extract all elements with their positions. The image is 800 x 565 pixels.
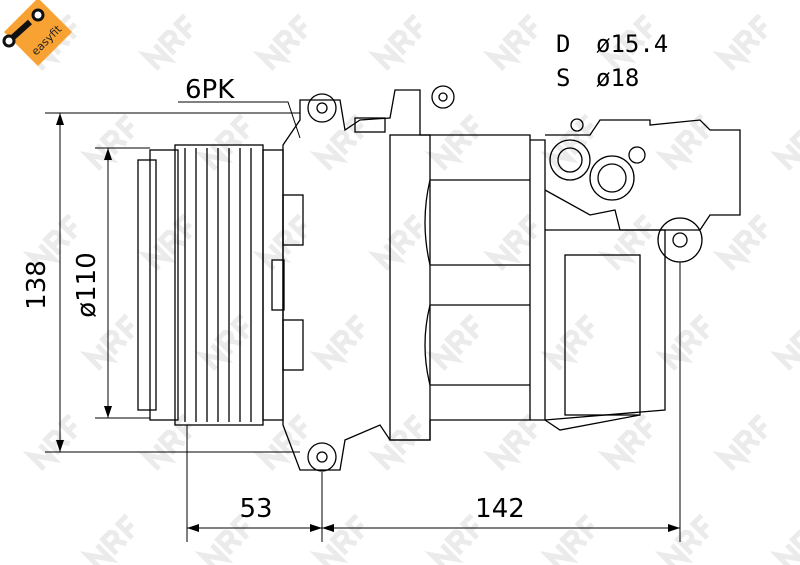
watermark-mark — [309, 313, 365, 371]
discharge-label: D — [556, 30, 570, 58]
watermark-mark — [194, 513, 250, 565]
watermark-mark — [309, 513, 365, 565]
watermark-mark — [712, 13, 768, 71]
dimension-lines — [45, 101, 681, 542]
watermark-mark — [482, 13, 538, 71]
watermark-mark — [194, 113, 250, 171]
watermark-mark — [597, 413, 653, 471]
watermark-mark — [367, 413, 423, 471]
pulley-offset-dimension: 53 — [239, 494, 272, 524]
watermark-mark — [194, 313, 250, 371]
watermark-mark — [769, 513, 800, 565]
height-dimension: 138 — [22, 260, 52, 310]
watermark-mark — [137, 413, 193, 471]
watermark-mark — [79, 313, 135, 371]
watermark-mark — [769, 313, 800, 371]
watermark-mark — [252, 213, 308, 271]
watermark-mark — [597, 13, 653, 71]
watermark-mark — [137, 213, 193, 271]
watermark-mark — [424, 313, 480, 371]
watermark-mark — [712, 213, 768, 271]
watermark-mark — [424, 113, 480, 171]
watermark-mark — [79, 113, 135, 171]
watermark-mark — [79, 513, 135, 565]
watermark-mark — [137, 13, 193, 71]
watermark-mark — [367, 13, 423, 71]
discharge-value: ø15.4 — [596, 30, 668, 58]
watermark-mark — [712, 413, 768, 471]
watermark-mark — [654, 313, 710, 371]
suction-label: S — [556, 64, 570, 92]
watermark-mark — [309, 113, 365, 171]
body-length-dimension: 142 — [475, 494, 525, 524]
belt-type-label: 6PK — [185, 75, 235, 105]
pulley — [137, 144, 284, 426]
pulley-diameter-dimension: ø110 — [72, 252, 102, 318]
watermark-mark — [252, 13, 308, 71]
watermark-mark — [539, 513, 595, 565]
watermark-pattern — [22, 13, 800, 565]
suction-value: ø18 — [596, 64, 639, 92]
watermark-mark — [654, 113, 710, 171]
watermark-mark — [769, 113, 800, 171]
watermark-mark — [654, 513, 710, 565]
watermark-mark — [539, 113, 595, 171]
easyfit-logo: easyfit — [2, 0, 72, 66]
watermark-mark — [252, 413, 308, 471]
watermark-mark — [597, 213, 653, 271]
compressor-body — [271, 85, 741, 472]
watermark-mark — [22, 413, 78, 471]
watermark-mark — [482, 213, 538, 271]
watermark-mark — [367, 213, 423, 271]
watermark-mark — [424, 513, 480, 565]
watermark-mark — [539, 313, 595, 371]
watermark-mark — [482, 413, 538, 471]
